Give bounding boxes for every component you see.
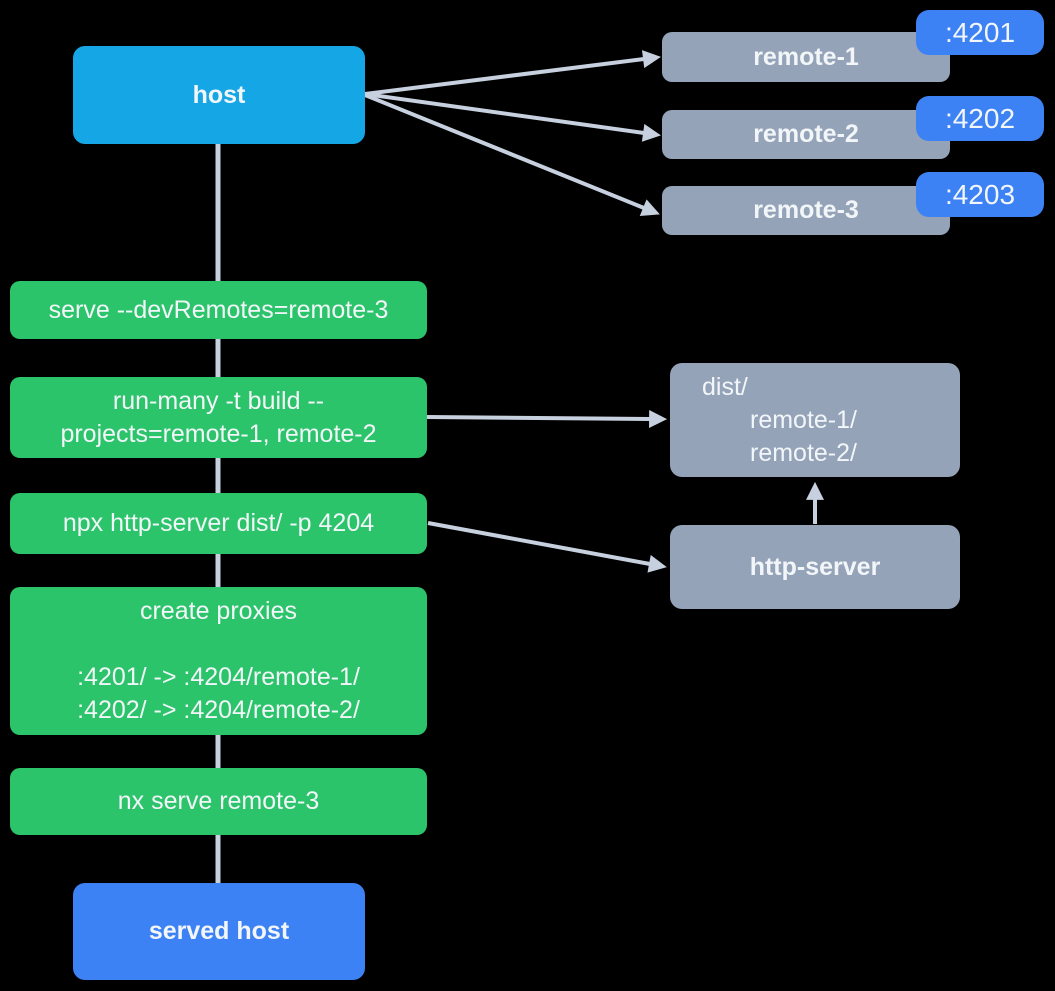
arrow-host-remote-2 xyxy=(364,92,661,142)
node-http-server: http-server xyxy=(670,525,960,609)
command-nx-serve-remote-3: nx serve remote-3 xyxy=(10,768,427,835)
remote-1-label: remote-1 xyxy=(753,42,859,71)
arrow-host-remote-1 xyxy=(364,50,661,96)
command-text: create proxies xyxy=(139,597,298,625)
command-npx-http-server: npx http-server dist/ -p 4204 xyxy=(10,493,427,554)
arrow-host-remote-3 xyxy=(364,93,660,217)
command-create-proxies: create proxies :4201/ -> :4204/remote-1/… xyxy=(10,587,427,735)
remote-2-label: remote-2 xyxy=(753,120,859,148)
node-served-host: served host xyxy=(73,883,365,980)
served-host-label: served host xyxy=(148,917,290,945)
node-dist-folder: dist/ remote-1/ remote-2/ xyxy=(670,363,960,477)
port-4203-label: :4203 xyxy=(944,178,1016,210)
dist-remote-1-label: remote-1/ xyxy=(750,405,857,434)
command-text: projects=remote-1, remote-2 xyxy=(60,419,377,448)
node-remote-1: remote-1 xyxy=(662,32,950,82)
port-badge-4203: :4203 xyxy=(916,172,1044,217)
port-badge-4202: :4202 xyxy=(916,96,1044,141)
host-label: host xyxy=(192,80,246,109)
command-run-many-build: run-many -t build -- projects=remote-1, … xyxy=(10,377,427,458)
command-text: :4201/ -> :4204/remote-1/ xyxy=(77,663,360,691)
port-badge-4201: :4201 xyxy=(916,10,1044,55)
dist-remote-2-label: remote-2/ xyxy=(750,438,857,467)
command-text: nx serve remote-3 xyxy=(117,787,320,815)
command-text: serve --devRemotes=remote-3 xyxy=(48,295,389,324)
command-serve-devremotes: serve --devRemotes=remote-3 xyxy=(10,281,427,339)
port-4202-label: :4202 xyxy=(944,102,1016,134)
node-remote-3: remote-3 xyxy=(662,186,950,235)
node-host: host xyxy=(73,46,365,144)
port-4201-label: :4201 xyxy=(944,16,1016,48)
http-server-label: http-server xyxy=(749,552,881,581)
remote-3-label: remote-3 xyxy=(753,196,859,224)
node-remote-2: remote-2 xyxy=(662,110,950,159)
arrow-npx-httpserver xyxy=(427,521,667,573)
command-text: run-many -t build -- xyxy=(112,386,325,415)
command-text: :4202/ -> :4204/remote-2/ xyxy=(77,696,360,724)
command-text: npx http-server dist/ -p 4204 xyxy=(62,509,375,537)
arrow-runmany-dist xyxy=(426,409,668,428)
dist-root-label: dist/ xyxy=(702,372,748,401)
